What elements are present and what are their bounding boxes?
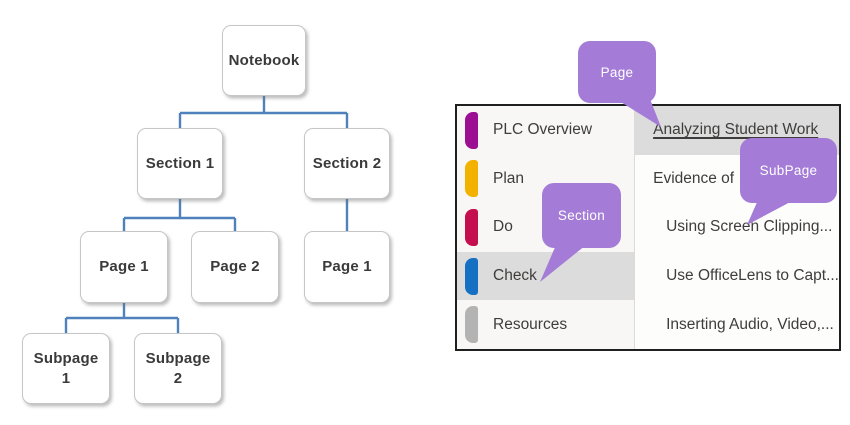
tree-connectors-group [64, 96, 349, 334]
tree-node-label: Subpage 1 [33, 350, 99, 387]
tree-node-label: Notebook [228, 51, 300, 69]
subpage-callout-label: SubPage [759, 163, 818, 178]
page-label: Inserting Audio, Video,... [666, 315, 834, 333]
tree-node-page-2: Page 2 [191, 231, 279, 303]
section-callout-label: Section [557, 208, 606, 223]
section-row-do[interactable]: Do [457, 203, 634, 252]
tree-node-page-1-of-section-2: Page 1 [304, 231, 390, 303]
tree-node-label: Page 1 [322, 258, 372, 276]
tree-node-label: Page 1 [99, 258, 149, 276]
tree-node-subpage-2: Subpage 2 [134, 333, 222, 404]
connector-page1-to-subpages [64, 303, 180, 334]
connector-notebook-to-sections [178, 96, 349, 129]
section-color-tab [465, 257, 478, 295]
section-label: Do [493, 218, 513, 236]
section-color-tab [465, 208, 478, 246]
subpage-callout: SubPage [740, 138, 837, 203]
page-row-evidence-of[interactable]: Evidence of [635, 155, 839, 204]
section-label: Check [493, 267, 537, 285]
page-callout-label: Page [600, 64, 634, 80]
tree-node-label: Page 2 [210, 258, 260, 276]
section-label: Resources [493, 315, 568, 333]
page-label: Analyzing Student Work [653, 121, 819, 139]
tree-node-label: Section 1 [145, 154, 215, 172]
page-label: Using Screen Clipping... [666, 218, 833, 236]
page-row-use-officelens[interactable]: Use OfficeLens to Capt... [635, 252, 839, 301]
tree-node-section-1: Section 1 [137, 128, 223, 199]
section-color-tab [465, 160, 478, 198]
page-label: Evidence of [653, 169, 735, 187]
tree-connector-lines [64, 96, 349, 334]
page-row-using-screen-clipping[interactable]: Using Screen Clipping... [635, 203, 839, 252]
onenote-notebook-panel: PLC Overview Plan Do Check Resources Ana… [455, 104, 841, 351]
section-color-tab [465, 111, 478, 149]
tree-node-notebook: Notebook [222, 25, 306, 96]
page-row-inserting-audio-video[interactable]: Inserting Audio, Video,... [635, 300, 839, 349]
section-row-resources[interactable]: Resources [457, 300, 634, 349]
tree-node-label: Section 2 [312, 154, 382, 172]
section-row-check[interactable]: Check [457, 251, 635, 301]
page-callout: Page [578, 41, 656, 103]
section-label: PLC Overview [493, 121, 593, 139]
tree-node-subpage-1: Subpage 1 [22, 333, 110, 404]
section-row-plan[interactable]: Plan [457, 155, 634, 204]
section-label: Plan [493, 169, 525, 187]
section-callout: Section [542, 183, 621, 248]
section-row-plc-overview[interactable]: PLC Overview [457, 106, 634, 155]
tree-node-section-2: Section 2 [304, 128, 390, 199]
connector-section1-to-pages [122, 199, 237, 232]
tree-node-page-1: Page 1 [80, 231, 168, 303]
tree-node-label: Subpage 2 [145, 350, 211, 387]
page-label: Use OfficeLens to Capt... [666, 267, 839, 285]
section-color-tab [465, 306, 478, 344]
